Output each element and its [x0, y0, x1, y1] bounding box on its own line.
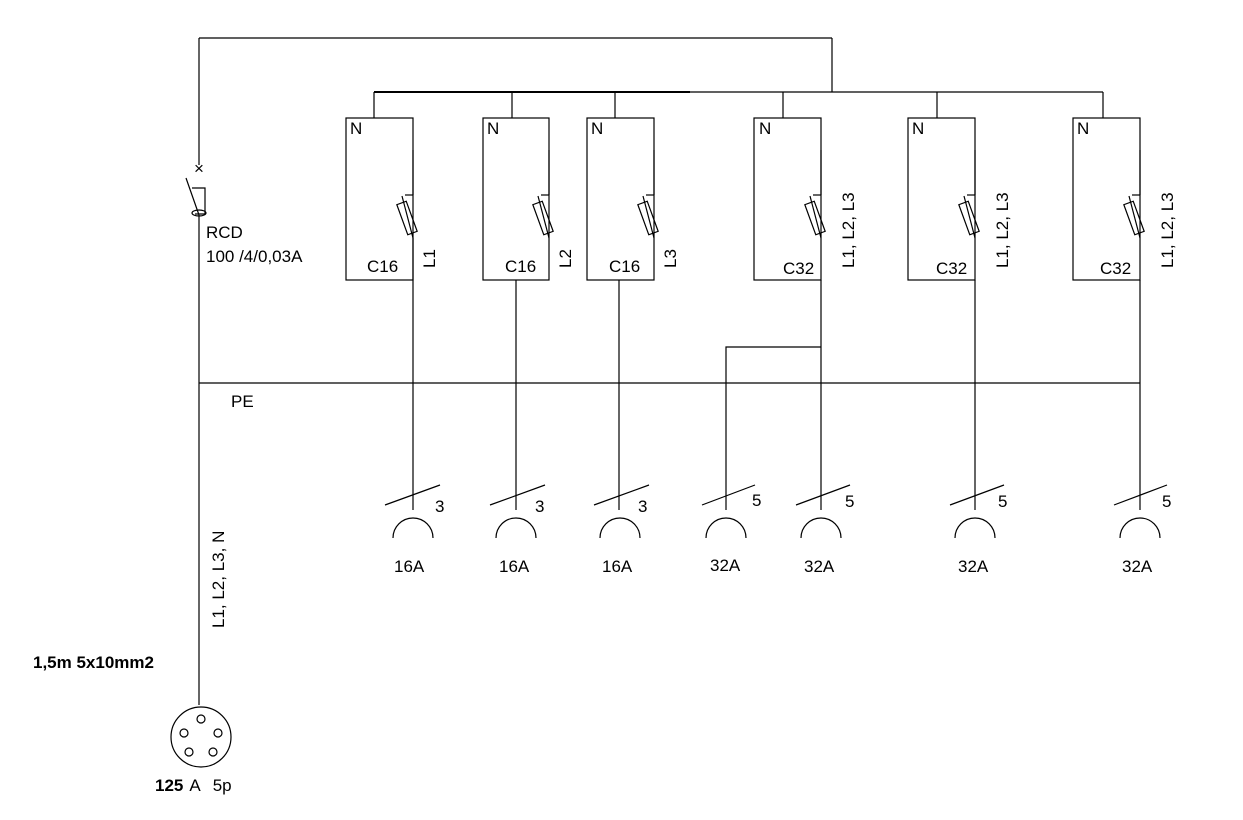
socket-3-poles: 3 [638, 497, 647, 516]
breaker-5-neutral: N [912, 119, 924, 138]
breaker-6-rating: C32 [1100, 259, 1131, 278]
plug-unit: A [189, 776, 201, 795]
breaker-3-neutral: N [591, 119, 603, 138]
breaker-1 [345, 92, 441, 539]
socket-5-poles: 5 [845, 492, 854, 511]
pe-label: PE [231, 392, 254, 411]
breaker-6-neutral: N [1077, 119, 1089, 138]
socket-6-poles: 5 [998, 492, 1007, 511]
svg-text:×: × [194, 159, 204, 178]
breaker-4-rating: C32 [783, 259, 814, 278]
rcd-rating: 100 /4/0,03A [206, 247, 303, 266]
socket-2-rating: 16A [499, 557, 530, 576]
breaker-2-phase: L2 [556, 249, 575, 268]
breaker-3 [586, 92, 659, 539]
socket-3-rating: 16A [602, 557, 633, 576]
breaker-4 [701, 92, 851, 539]
breaker-1-phase: L1 [420, 249, 439, 268]
socket-5-rating: 32A [804, 557, 835, 576]
breaker-4-neutral: N [759, 119, 771, 138]
main-wiring [198, 37, 1140, 705]
breaker-4-phase: L1, L2, L3 [839, 192, 858, 268]
input-plug-icon [170, 706, 232, 768]
socket-4-poles: 5 [752, 491, 761, 510]
socket-1-poles: 3 [435, 497, 444, 516]
socket-4-rating: 32A [710, 556, 741, 575]
plug-label: 125 A 5p [155, 776, 232, 795]
breaker-6-phase: L1, L2, L3 [1158, 192, 1177, 268]
plug-rating: 125 [155, 776, 183, 795]
breaker-5-phase: L1, L2, L3 [993, 192, 1012, 268]
rcd-symbol: × [185, 159, 207, 217]
breaker-6 [1072, 92, 1168, 539]
breaker-2-rating: C16 [505, 257, 536, 276]
breaker-1-rating: C16 [367, 257, 398, 276]
socket-7-rating: 32A [1122, 557, 1153, 576]
plug-poles: 5p [213, 776, 232, 795]
breaker-3-rating: C16 [609, 257, 640, 276]
socket-1-rating: 16A [394, 557, 425, 576]
breaker-3-phase: L3 [661, 249, 680, 268]
socket-2-poles: 3 [535, 497, 544, 516]
socket-7-poles: 5 [1162, 492, 1171, 511]
rcd-name: RCD [206, 223, 243, 242]
socket-6-rating: 32A [958, 557, 989, 576]
breaker-2 [482, 92, 554, 539]
breaker-2-neutral: N [487, 119, 499, 138]
breaker-1-neutral: N [350, 119, 362, 138]
breaker-5-rating: C32 [936, 259, 967, 278]
supply-conductors: L1, L2, L3, N [209, 531, 228, 628]
breaker-5 [907, 92, 1005, 539]
supply-cable: 1,5m 5x10mm2 [33, 653, 154, 672]
